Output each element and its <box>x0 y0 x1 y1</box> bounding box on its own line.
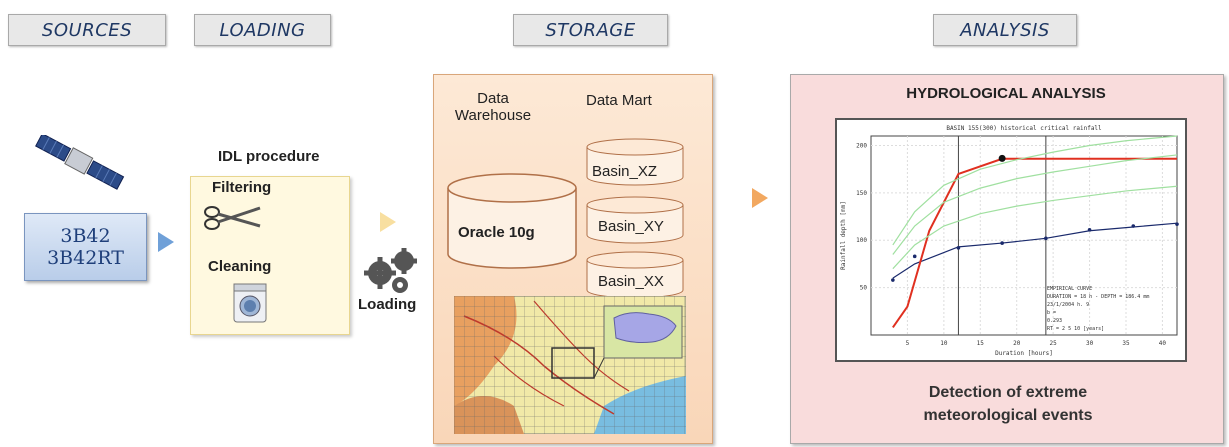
arrow-storage-to-analysis <box>752 188 768 208</box>
basin-xy-cylinder <box>586 196 684 244</box>
legend-entry: EMPIRICAL CURVE <box>1047 286 1092 292</box>
header-storage: STORAGE <box>513 14 668 46</box>
basin-map <box>454 296 686 434</box>
source-label-1: 3B42 <box>60 225 111 247</box>
series-line-4 <box>892 135 1178 246</box>
satellite-icon <box>35 135 125 190</box>
filtering-label: Filtering <box>212 179 272 196</box>
y-tick-label: 200 <box>856 142 867 149</box>
empirical-point <box>956 246 961 250</box>
gears-icon <box>364 248 417 293</box>
idl-box <box>190 176 350 335</box>
basin-xx-label: Basin_XX <box>598 273 664 290</box>
analysis-title: HYDROLOGICAL ANALYSIS <box>906 85 1106 102</box>
header-sources: SOURCES <box>8 14 166 46</box>
legend-entry: b = <box>1047 310 1056 316</box>
source-box: 3B42 3B42RT <box>24 213 147 281</box>
cleaning-label: Cleaning <box>208 258 272 275</box>
legend-entry: RT = 2 5 10 [years] <box>1047 326 1104 332</box>
x-tick-label: 5 <box>906 340 910 347</box>
empirical-point <box>1000 241 1004 245</box>
x-tick-label: 25 <box>1050 340 1058 347</box>
plot-area <box>870 135 1178 336</box>
empirical-point <box>1131 224 1136 228</box>
series-line-2 <box>892 185 1178 270</box>
y-tick-label: 150 <box>856 190 867 197</box>
chart-title: BASIN 155(300) historical critical rainf… <box>946 125 1102 132</box>
basin-xy-label: Basin_XY <box>598 218 664 235</box>
scissors-icon <box>204 206 261 230</box>
analysis-caption: Detection of extreme meteorological even… <box>923 384 1093 424</box>
x-tick-label: 15 <box>977 340 985 347</box>
idl-title: IDL procedure <box>218 148 320 165</box>
empirical-point <box>1044 236 1048 241</box>
x-tick-label: 40 <box>1159 340 1167 347</box>
header-loading: LOADING <box>194 14 331 46</box>
empirical-point <box>1175 222 1179 226</box>
source-label-2: 3B42RT <box>47 247 124 269</box>
arrow-sources-to-loading <box>158 232 174 252</box>
basin-xz-label: Basin_XZ <box>592 163 658 180</box>
warehouse-label: Data Warehouse <box>454 90 532 124</box>
x-tick-label: 10 <box>940 340 948 347</box>
series-line-3 <box>892 154 1178 255</box>
legend-entry: DURATION = 18 h - DEPTH = 186.4 mm <box>1047 294 1149 300</box>
x-tick-label: 35 <box>1122 340 1130 347</box>
empirical-point <box>912 254 917 259</box>
arrow-idl-to-loading <box>380 212 396 232</box>
legend-entry: 0.293 <box>1047 318 1062 324</box>
oracle-label: Oracle 10g <box>458 224 535 241</box>
washing-machine-icon <box>233 283 267 323</box>
oracle-cylinder <box>447 173 577 269</box>
basin-xx-cylinder <box>586 251 684 299</box>
y-axis-label: Rainfall depth [mm] <box>840 201 847 270</box>
y-tick-label: 100 <box>856 237 867 244</box>
rainfall-chart: 5 10 15 20 25 30 35 40 50 100 150 200 BASIN 155(300)… <box>835 118 1187 362</box>
empirical-point <box>1087 228 1092 232</box>
legend-entry: 23/1/2004 h. 9 <box>1047 302 1089 308</box>
highlight-point <box>998 154 1006 162</box>
header-analysis: ANALYSIS <box>933 14 1077 46</box>
y-tick-label: 50 <box>860 285 868 292</box>
x-tick-label: 20 <box>1013 340 1021 347</box>
basin-xz-cylinder <box>586 138 684 186</box>
series-line-0 <box>892 222 1178 279</box>
datamart-label: Data Mart <box>586 92 652 109</box>
x-axis-label: Duration [hours] <box>995 350 1053 357</box>
loading-label: Loading <box>358 296 417 313</box>
empirical-point <box>891 278 895 282</box>
x-tick-label: 30 <box>1086 340 1094 347</box>
